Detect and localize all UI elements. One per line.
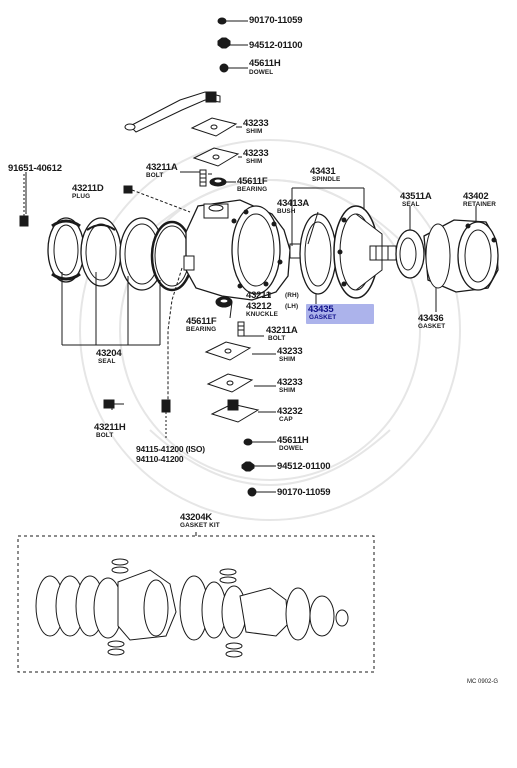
part-number-43232: 43232	[277, 406, 303, 417]
part-side-lh: (LH)	[285, 303, 299, 310]
highlighted-part-box	[306, 304, 374, 324]
shim-bottom-1-icon	[204, 341, 252, 361]
watermark-emblem	[79, 139, 461, 521]
part-number-43435-highlighted[interactable]: 43435	[308, 304, 334, 315]
part-name-shim-d: SHIM	[279, 387, 296, 394]
seal-ring-2-icon	[80, 217, 122, 287]
part-number-45611f-bottom: 45611F	[186, 316, 217, 327]
part-number-94512-01100-bottom: 94512-01100	[277, 461, 331, 472]
part-name-dowel-bottom: DOWEL	[279, 445, 304, 452]
part-name-cap: CAP	[279, 416, 293, 423]
left-bolt-icon	[19, 174, 29, 227]
part-name-bearing-top: BEARING	[237, 186, 268, 193]
part-name-bolt-top: BOLT	[146, 172, 164, 179]
part-name-seal-43511a: SEAL	[402, 201, 420, 208]
part-name-spindle: SPINDLE	[312, 176, 341, 183]
top-dowel-icon	[219, 63, 248, 73]
part-number-45611h-top: 45611H	[249, 58, 281, 69]
plug-icon	[123, 185, 191, 213]
part-name-plug: PLUG	[72, 193, 91, 200]
seal-43511a-icon	[395, 206, 425, 279]
part-name-shim-b: SHIM	[246, 158, 263, 165]
top-nut-icon	[217, 37, 248, 49]
part-number-43511a: 43511A	[400, 191, 432, 202]
part-number-43431: 43431	[310, 166, 336, 177]
part-number-43211a-top: 43211A	[146, 162, 178, 173]
part-number-43204k: 43204K	[180, 512, 213, 523]
spindle-icon	[333, 205, 397, 299]
shim-bottom-2-icon	[206, 373, 254, 393]
nut-bottom-icon	[241, 461, 276, 472]
guide-line-knuckle	[167, 267, 183, 400]
part-number-43211d: 43211D	[72, 183, 104, 194]
part-number-43211: 43211	[246, 290, 271, 301]
gasket-kit-parts-icon	[35, 558, 349, 658]
bolt-43211h-icon	[103, 399, 124, 409]
bolt-bottom-90170-icon	[247, 487, 276, 497]
bolt-top-icon	[199, 169, 207, 187]
bearing-bottom-icon	[215, 296, 233, 308]
part-number-43212: 43212	[246, 301, 272, 312]
seal-ring-1-icon	[47, 217, 85, 283]
part-number-43233-d: 43233	[277, 377, 303, 388]
part-name-gasket-43435: GASKET	[309, 314, 337, 321]
part-number-43233-c: 43233	[277, 346, 303, 357]
part-number-94110-41200: 94110-41200	[136, 454, 184, 464]
part-number-94512-01100-top: 94512-01100	[249, 40, 303, 51]
gasket-43435-icon	[299, 213, 337, 304]
part-number-43413a: 43413A	[277, 198, 310, 209]
part-number-90170-11059-top: 90170-11059	[249, 15, 303, 26]
part-name-dowel-top: DOWEL	[249, 69, 274, 76]
dowel-bottom-icon	[243, 438, 253, 446]
part-number-43204: 43204	[96, 348, 122, 359]
part-name-bolt-bottom: BOLT	[268, 335, 286, 342]
bearing-top-icon	[209, 177, 227, 187]
spindle-bracket	[291, 187, 365, 246]
part-number-91651-40612: 91651-40612	[8, 163, 62, 174]
part-number-45611f-top: 45611F	[237, 176, 268, 187]
part-number-43436: 43436	[418, 313, 444, 324]
part-name-retainer: RETAINER	[463, 201, 496, 208]
part-name-bush: BUSH	[277, 208, 296, 215]
part-number-43233-b: 43233	[243, 148, 269, 159]
figure-reference: MC 0902-G	[467, 679, 499, 685]
steering-arm-icon	[124, 91, 221, 133]
part-number-43233-a: 43233	[243, 118, 269, 129]
part-number-45611h-bottom: 45611H	[277, 435, 309, 446]
part-name-knuckle: KNUCKLE	[246, 311, 278, 318]
part-name-shim-a: SHIM	[246, 128, 263, 135]
part-name-gasket-kit: GASKET KIT	[180, 522, 220, 529]
part-name-bolt-43211h: BOLT	[96, 432, 114, 439]
part-number-94115-41200-iso: 94115-41200 (ISO)	[136, 444, 205, 454]
gasket-43436-icon	[425, 223, 451, 312]
part-number-43211h: 43211H	[94, 422, 126, 433]
part-number-43402: 43402	[463, 191, 489, 202]
seal-bracket	[61, 272, 161, 346]
bolt-bottom-icon	[237, 321, 245, 337]
nut-94115-icon	[161, 399, 171, 440]
part-name-shim-c: SHIM	[279, 356, 296, 363]
cap-icon	[210, 399, 260, 423]
part-number-43211a-bottom: 43211A	[266, 325, 298, 336]
part-number-90170-11059-bottom: 90170-11059	[277, 487, 331, 498]
part-name-gasket-43436: GASKET	[418, 323, 446, 330]
part-name-bearing-bottom: BEARING	[186, 326, 217, 333]
part-side-rh: (RH)	[285, 292, 299, 299]
part-name-seal-43204: SEAL	[98, 358, 116, 365]
shim-top-1-icon	[190, 117, 242, 137]
shim-top-2-icon	[192, 147, 242, 167]
knuckle-housing-icon	[183, 199, 291, 301]
top-bolt-icon	[217, 17, 248, 25]
